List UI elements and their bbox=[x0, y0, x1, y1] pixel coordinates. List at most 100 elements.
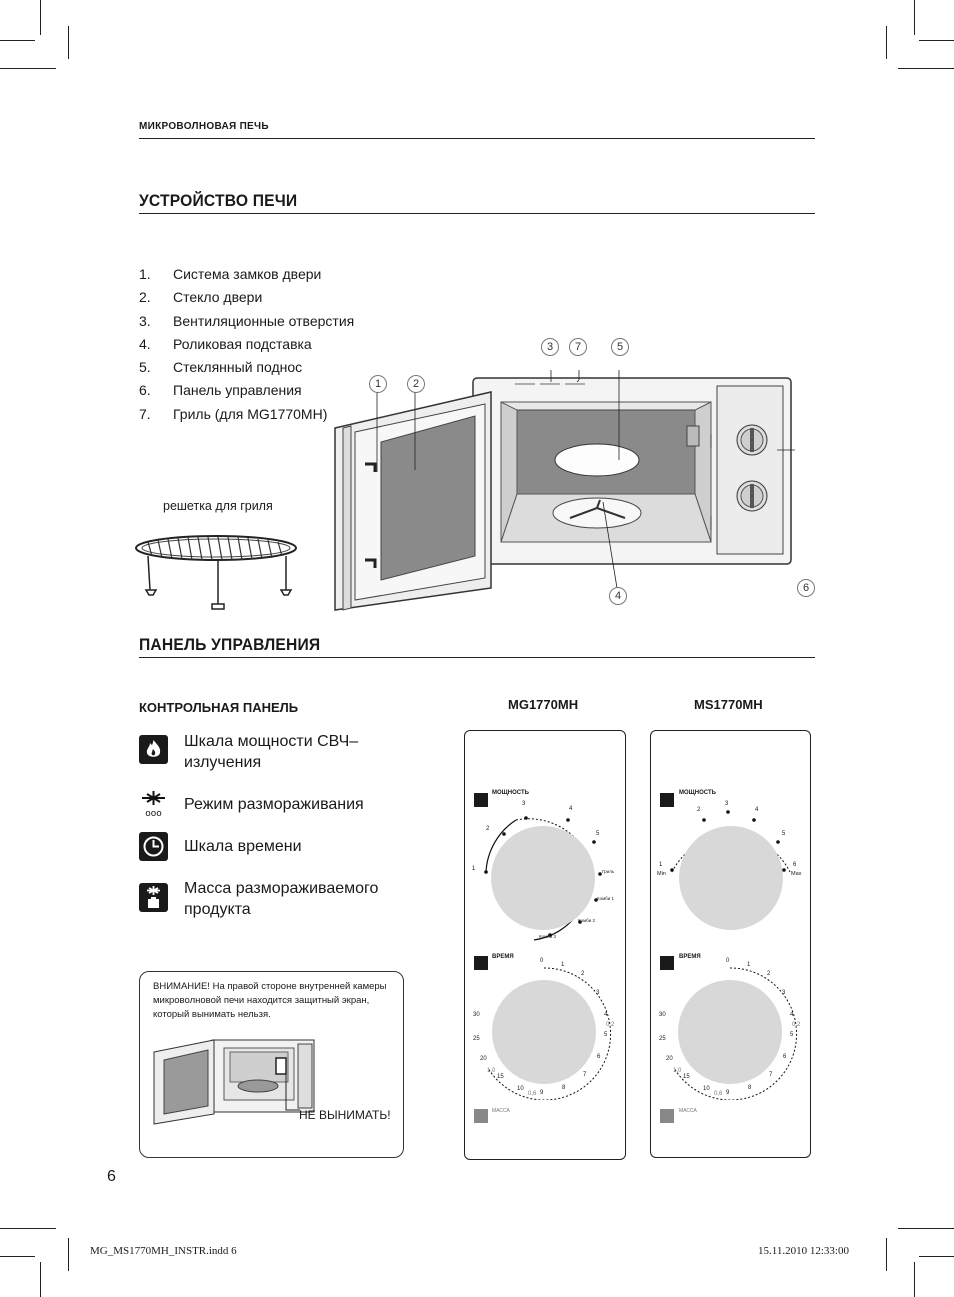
list-item: 2.Стекло двери bbox=[139, 286, 354, 309]
power-mark: 1 bbox=[472, 866, 476, 872]
legend-text: Масса размораживаемого продукта bbox=[184, 880, 379, 918]
crop-mark bbox=[898, 68, 954, 69]
part-label: Роликовая подставка bbox=[173, 335, 312, 352]
power-mark: 2 bbox=[697, 807, 701, 813]
mass-label: МАССА bbox=[679, 1108, 697, 1114]
list-item: 4.Роликовая подставка bbox=[139, 333, 354, 356]
power-label: МОЩНОСТЬ bbox=[679, 790, 716, 796]
time-mark: 6 bbox=[783, 1054, 787, 1060]
crop-mark bbox=[914, 1262, 915, 1297]
grill-rack-illustration bbox=[135, 535, 297, 610]
weight-mark: 0,6 bbox=[528, 1091, 537, 1097]
weight-icon bbox=[139, 883, 168, 912]
snowflake-icon: ooo bbox=[139, 789, 168, 819]
list-item: 6.Панель управления bbox=[139, 379, 354, 402]
time-mark: 8 bbox=[748, 1085, 752, 1091]
time-mark: 3 bbox=[782, 990, 786, 996]
time-mark: 4 bbox=[790, 1012, 794, 1018]
flame-icon bbox=[474, 793, 488, 807]
header-rule bbox=[139, 138, 815, 139]
clock-icon bbox=[474, 956, 488, 970]
section-rule bbox=[139, 657, 815, 658]
power-dial-ms bbox=[670, 810, 791, 930]
power-mark: Min bbox=[657, 871, 666, 877]
part-label: Вентиляционные отверстия bbox=[173, 312, 355, 329]
crop-mark bbox=[914, 0, 915, 35]
part-label: Стеклянный поднос bbox=[173, 359, 303, 376]
legend-text: Шкала мощности СВЧ– излучения bbox=[184, 733, 359, 771]
power-mark: 5 bbox=[596, 831, 600, 837]
time-mark: 25 bbox=[659, 1036, 666, 1042]
callout-1: 1 bbox=[369, 375, 387, 393]
crop-mark bbox=[0, 1256, 35, 1257]
crop-mark bbox=[0, 40, 35, 41]
power-mark: Комби 1 bbox=[597, 896, 615, 901]
power-mark: 3 bbox=[725, 801, 729, 807]
weight-mark: 0,2 bbox=[606, 1022, 615, 1028]
list-item: 7.Гриль (для MG1770MH) bbox=[139, 403, 354, 426]
crop-mark bbox=[68, 1238, 69, 1271]
crop-mark bbox=[40, 1262, 41, 1297]
weight-mark: 0,6 bbox=[714, 1091, 723, 1097]
time-mark: 2 bbox=[767, 971, 771, 977]
time-dial-ms bbox=[673, 967, 797, 1100]
crop-mark bbox=[886, 1238, 887, 1271]
time-mark: 30 bbox=[473, 1012, 480, 1018]
time-mark: 0 bbox=[540, 958, 544, 964]
footer-file: MG_MS1770MH_INSTR.indd 6 bbox=[90, 1245, 237, 1257]
running-title: МИКРОВОЛНОВАЯ ПЕЧЬ bbox=[139, 121, 269, 132]
time-mark: 20 bbox=[480, 1056, 487, 1062]
power-mark: 4 bbox=[569, 806, 573, 812]
warning-text: ВНИМАНИЕ! На правой стороне внутренней к… bbox=[153, 981, 387, 1020]
crop-mark bbox=[0, 68, 56, 69]
parts-list: 1.Система замков двери 2.Стекло двери 3.… bbox=[139, 263, 354, 426]
time-mark: 15 bbox=[497, 1074, 504, 1080]
control-panel-mg bbox=[464, 730, 626, 1160]
do-not-remove-label: НЕ ВЫНИМАТЬ! bbox=[299, 1108, 391, 1122]
page-number: 6 bbox=[107, 1168, 116, 1185]
time-mark: 20 bbox=[666, 1056, 673, 1062]
power-dial-mg bbox=[484, 816, 602, 941]
weight-mark: 1,0 bbox=[487, 1068, 496, 1074]
callout-7: 7 bbox=[569, 338, 587, 356]
mass-label: МАССА bbox=[492, 1108, 510, 1114]
weight-icon bbox=[474, 1109, 488, 1123]
power-mark: Комби 2 bbox=[578, 918, 596, 923]
power-mark: 4 bbox=[755, 807, 759, 813]
footer-timestamp: 15.11.2010 12:33:00 bbox=[758, 1245, 849, 1257]
power-mark: Max bbox=[791, 871, 802, 877]
crop-mark bbox=[898, 1228, 954, 1229]
crop-mark bbox=[0, 1228, 56, 1229]
callout-6: 6 bbox=[797, 579, 815, 597]
part-label: Стекло двери bbox=[173, 289, 263, 306]
section-title-device: УСТРОЙСТВО ПЕЧИ bbox=[139, 191, 298, 210]
part-label: Панель управления bbox=[173, 382, 302, 399]
callout-2: 2 bbox=[407, 375, 425, 393]
time-mark: 10 bbox=[703, 1086, 710, 1092]
time-label: ВРЕМЯ bbox=[492, 954, 514, 960]
part-label: Система замков двери bbox=[173, 266, 322, 282]
model-name-ms: MS1770MH bbox=[694, 697, 763, 712]
crop-mark bbox=[40, 0, 41, 35]
clock-icon bbox=[139, 832, 168, 861]
section-rule bbox=[139, 213, 815, 214]
warning-microwave-illustration bbox=[153, 1039, 315, 1125]
callout-3: 3 bbox=[541, 338, 559, 356]
power-mark: 2 bbox=[486, 826, 490, 832]
time-mark: 30 bbox=[659, 1012, 666, 1018]
crop-mark bbox=[919, 1256, 954, 1257]
callout-4: 4 bbox=[609, 587, 627, 605]
crop-mark bbox=[919, 40, 954, 41]
weight-icon bbox=[660, 1109, 674, 1123]
legend-text: Режим размораживания bbox=[184, 796, 364, 813]
section-title-control: ПАНЕЛЬ УПРАВЛЕНИЯ bbox=[139, 635, 321, 654]
power-mark: 5 bbox=[782, 831, 786, 837]
power-mark: 1 bbox=[659, 862, 663, 868]
crop-mark bbox=[68, 26, 69, 59]
time-mark: 4 bbox=[604, 1012, 608, 1018]
power-label: МОЩНОСТЬ bbox=[492, 790, 529, 796]
time-mark: 8 bbox=[562, 1085, 566, 1091]
weight-mark: 0,2 bbox=[792, 1022, 801, 1028]
svg-text:ooo: ooo bbox=[145, 809, 162, 818]
time-mark: 10 bbox=[517, 1086, 524, 1092]
